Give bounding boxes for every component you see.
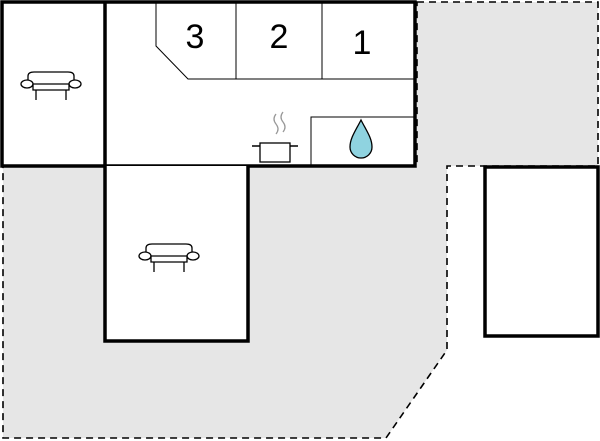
bedroom-1-number: 1 [353,24,372,62]
armchair-icon [20,71,82,100]
water-drop-icon [349,118,373,159]
lower-living-room [103,166,250,343]
bedroom-3-number: 3 [186,18,205,56]
bathroom-walls [310,116,415,166]
cooking-pot-icon [252,111,298,163]
bedroom-2-number: 2 [270,18,289,56]
armchair-icon [138,243,200,272]
bedrooms-block [155,2,415,80]
annex-building [483,165,600,338]
